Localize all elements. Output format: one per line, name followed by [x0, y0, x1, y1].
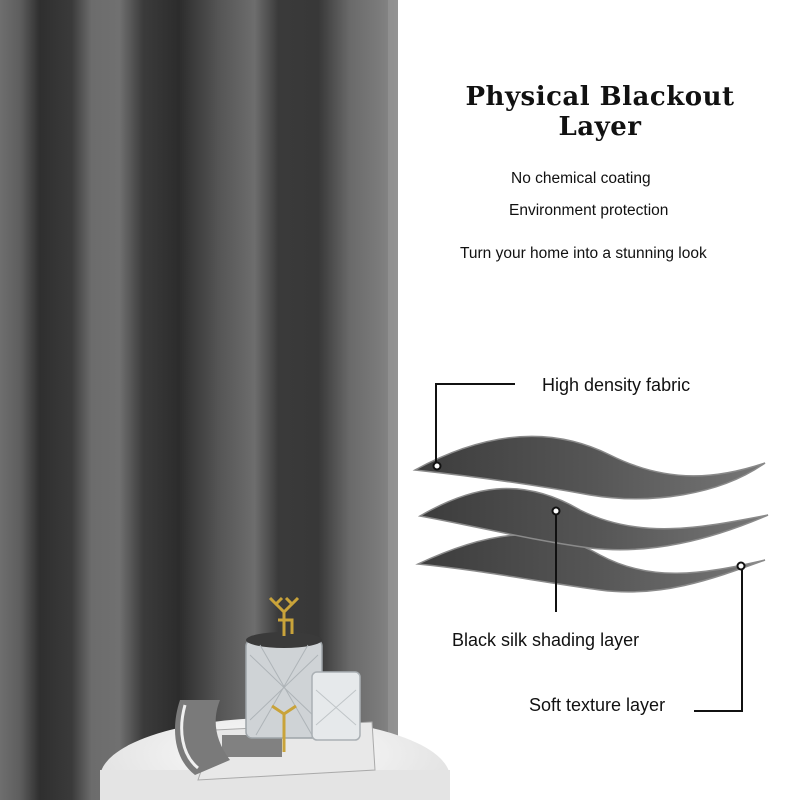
callout-lines	[435, 383, 743, 712]
curtain	[0, 0, 398, 800]
layer-label-shading: Black silk shading layer	[452, 630, 640, 650]
feature-line: Turn your home into a stunning look	[460, 245, 707, 262]
callout-dots	[432, 461, 746, 571]
feature-line: No chemical coating	[511, 170, 651, 187]
layer-label-soft-texture: Soft texture layer	[529, 695, 666, 715]
layer-diagram	[412, 435, 769, 593]
layer-label-high-density: High density fabric	[542, 375, 691, 395]
feature-line: Environment protection	[509, 202, 669, 219]
page-title: Physical Blackout Layer	[465, 82, 735, 142]
gold-deer-figurine	[268, 596, 300, 752]
glass-cup	[311, 671, 361, 741]
